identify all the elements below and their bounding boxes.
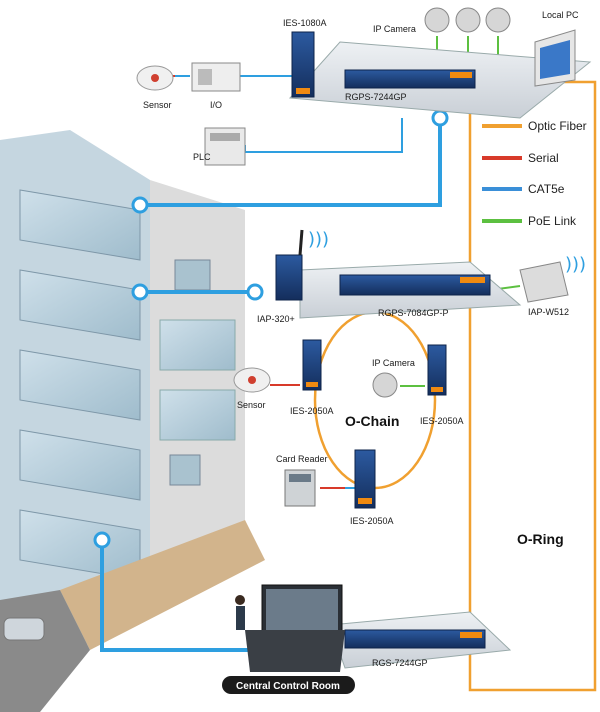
- rgs-7244gp-switch: [329, 611, 512, 669]
- ies-2050a-bottom-label: IES-2050A: [350, 516, 394, 526]
- o-chain-label: O-Chain: [345, 413, 399, 429]
- rgps-7244gp-switch: [288, 41, 592, 119]
- rgps-7084gp-p-switch: [299, 261, 522, 319]
- ies-2050a-left-label: IES-2050A: [290, 406, 334, 416]
- rgps-7084gp-p-label: RGPS-7084GP-P: [378, 308, 449, 318]
- plc-icon: [204, 127, 246, 166]
- camera-dome-icon: [372, 372, 398, 398]
- iap-w512-label: IAP-W512: [528, 307, 569, 317]
- card-reader-label: Card Reader: [276, 454, 328, 464]
- legend: Optic Fiber Serial CAT5e PoE Link: [482, 119, 587, 228]
- ip-camera-top-label: IP Camera: [373, 24, 416, 34]
- legend-item-serial: Serial: [528, 151, 559, 165]
- rgs-7244gp-label: RGS-7244GP: [372, 658, 428, 668]
- legend-item-cat5e: CAT5e: [528, 182, 565, 196]
- control-room-badge: Central Control Room: [222, 676, 355, 694]
- ies-1080a-label: IES-1080A: [283, 18, 327, 28]
- plc-label: PLC: [193, 152, 211, 162]
- sensor-mid-label: Sensor: [237, 400, 266, 410]
- io-module-icon: [191, 62, 241, 92]
- camera-dome-icon: [424, 7, 511, 33]
- building-illustration: [0, 130, 265, 712]
- ies-2050a-bottom-switch: [354, 449, 376, 509]
- local-pc-label: Local PC: [542, 10, 579, 20]
- o-ring-label: O-Ring: [517, 531, 564, 547]
- wifi-signal-icon: ))): [565, 254, 586, 275]
- iap-w512-access-point: [519, 261, 569, 303]
- rgps-7244gp-label: RGPS-7244GP: [345, 92, 407, 102]
- iap-320-label: IAP-320+: [257, 314, 295, 324]
- legend-item-poe-link: PoE Link: [528, 214, 577, 228]
- local-pc-icon: [534, 29, 576, 87]
- iap-320-access-point: [275, 229, 304, 301]
- ies-1080a-switch: [291, 31, 315, 98]
- legend-item-optic-fiber: Optic Fiber: [528, 119, 587, 133]
- wifi-signal-icon: ))): [308, 229, 329, 250]
- ies-2050a-right-switch: [427, 344, 447, 396]
- ies-2050a-left-switch: [302, 339, 322, 391]
- control-room-illustration: [235, 584, 345, 672]
- smoke-sensor-icon: [233, 367, 271, 393]
- io-label: I/O: [210, 100, 222, 110]
- ies-2050a-right-label: IES-2050A: [420, 416, 464, 426]
- card-reader-icon: [284, 469, 316, 507]
- control-room-label: Central Control Room: [236, 681, 340, 692]
- ip-camera-mid-label: IP Camera: [372, 358, 415, 368]
- smoke-sensor-icon: [136, 65, 174, 91]
- sensor-top-label: Sensor: [143, 100, 172, 110]
